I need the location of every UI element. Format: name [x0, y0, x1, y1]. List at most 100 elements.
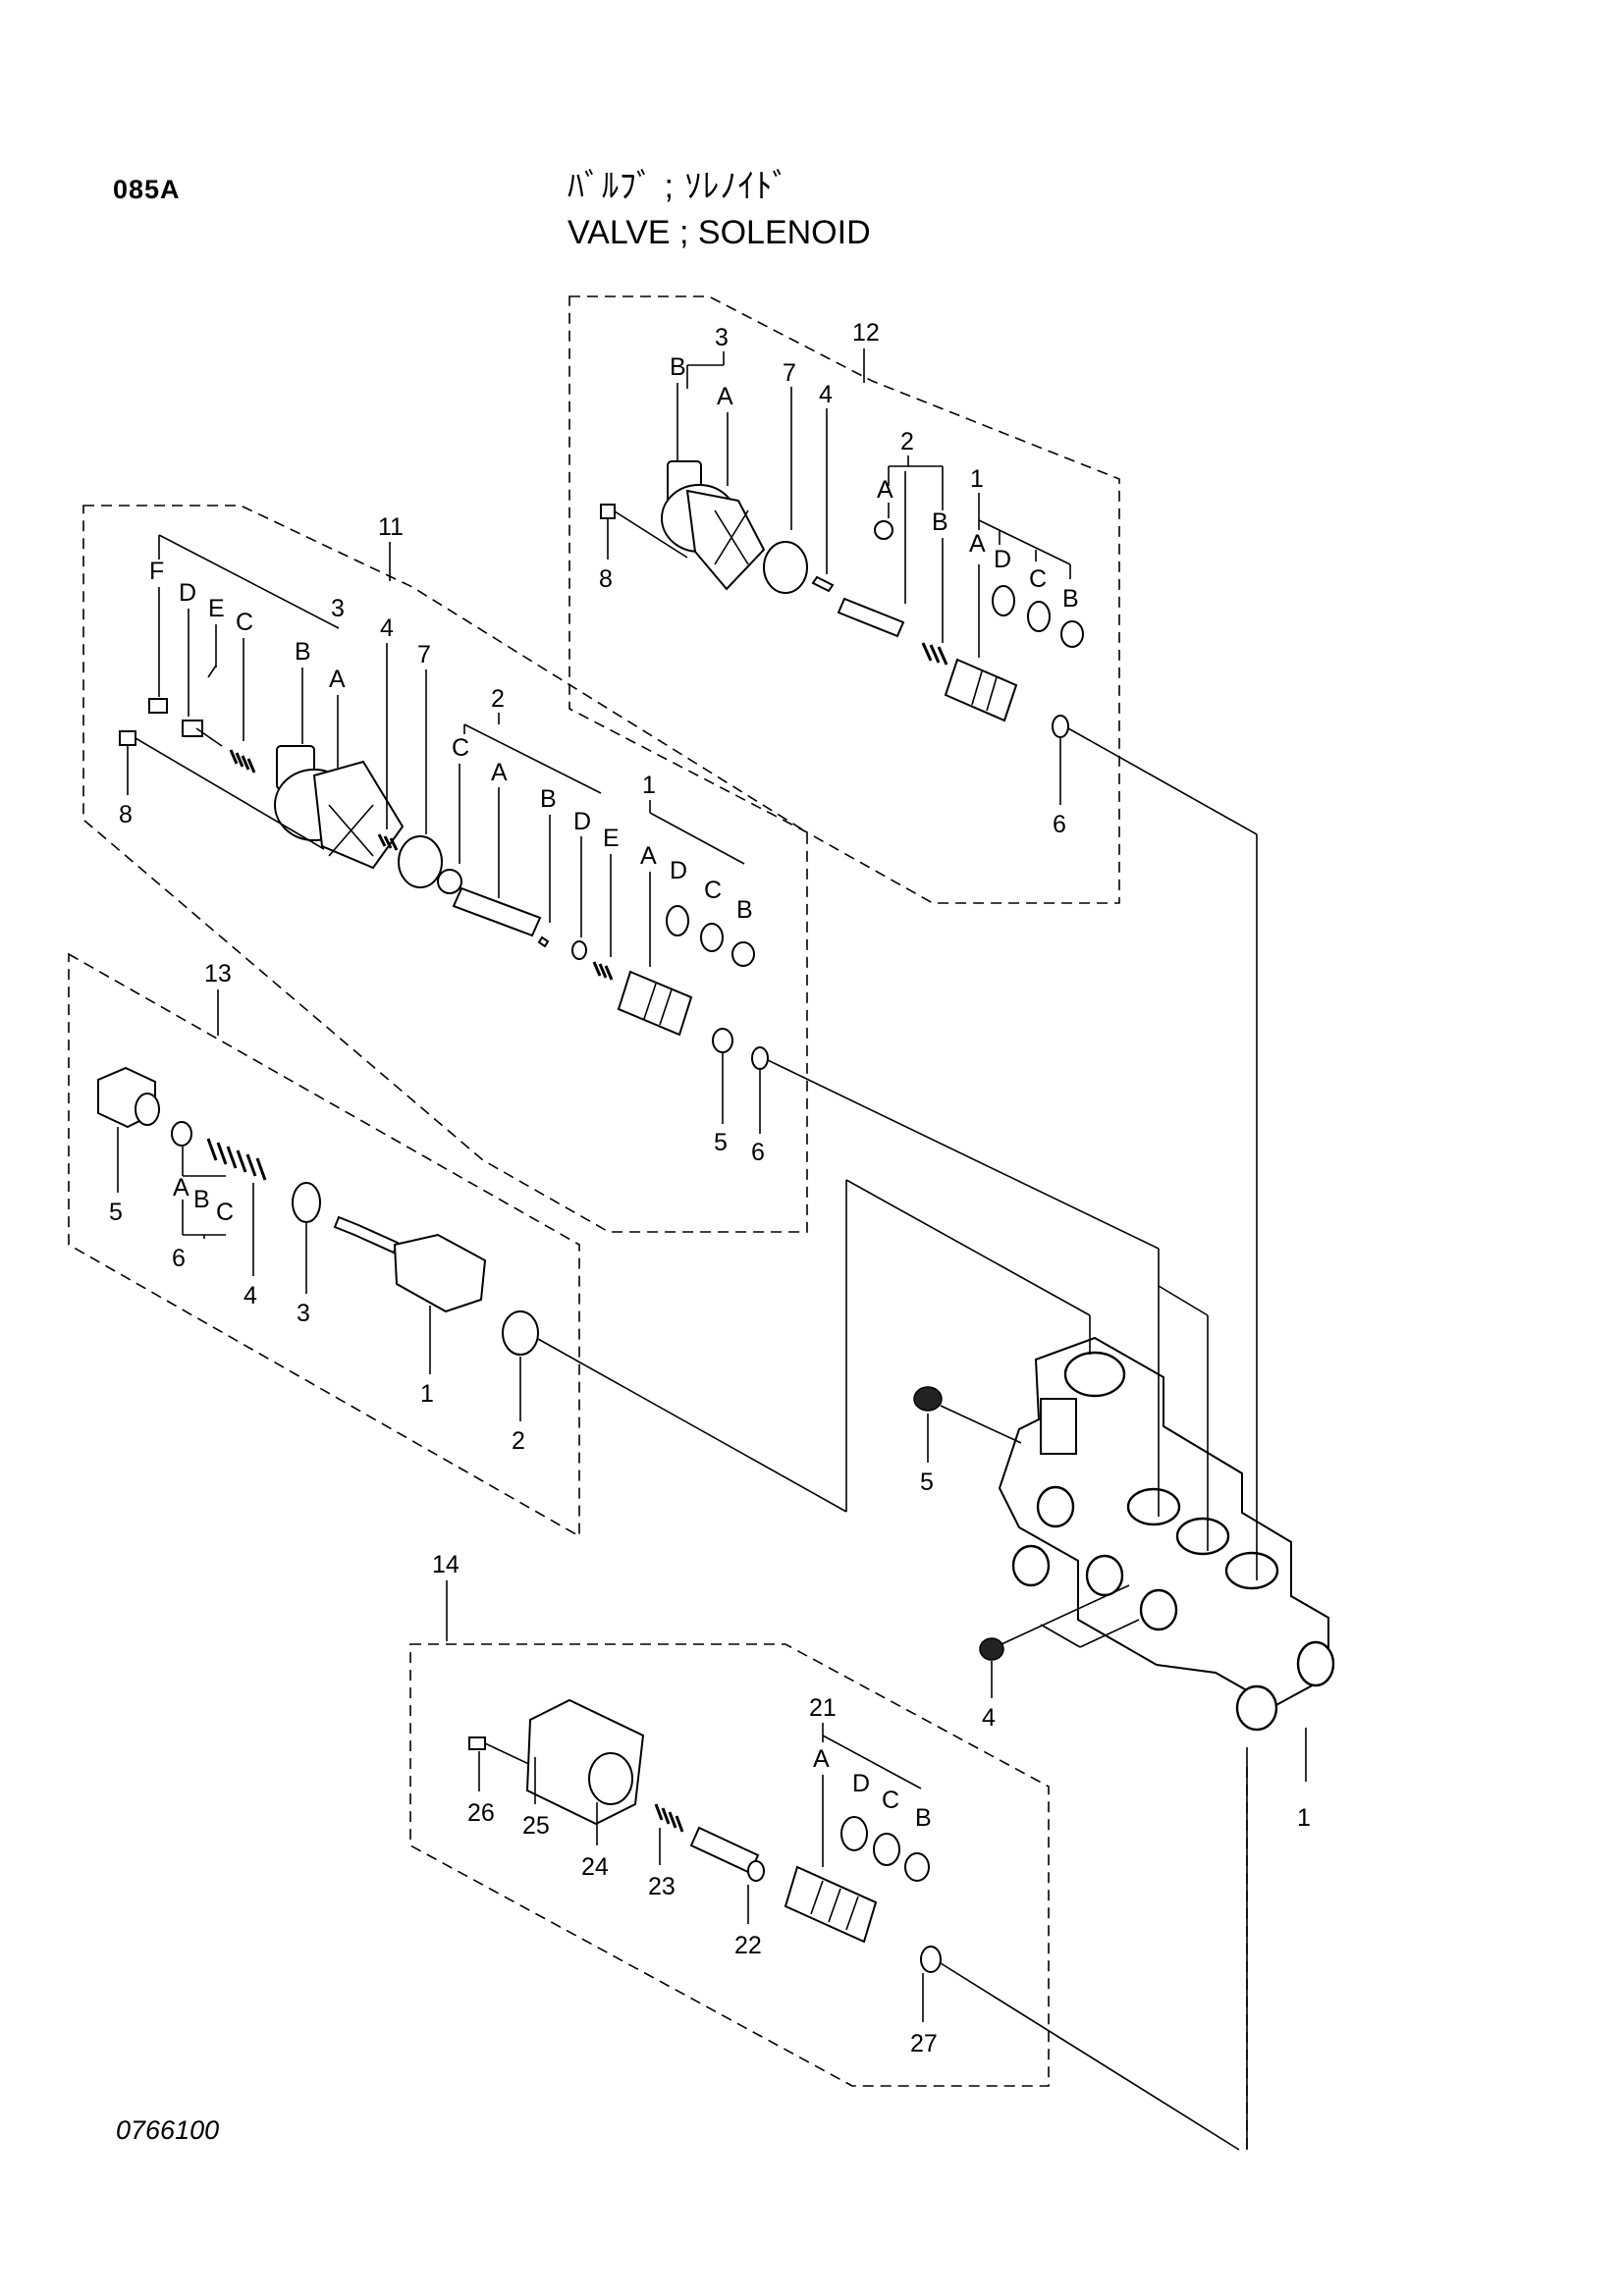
label-13-6c: C	[216, 1199, 234, 1226]
label-13-2: 2	[512, 1427, 525, 1455]
label-11-1b: B	[736, 896, 753, 924]
port-icon	[1235, 1684, 1278, 1732]
plug-icon	[913, 1386, 943, 1412]
group-12-boundary	[568, 295, 1120, 904]
washer-icon	[171, 1121, 192, 1147]
spool-icon	[689, 1826, 760, 1875]
valve-body: 5 4 1	[913, 1188, 1335, 2150]
seal-icon	[1060, 620, 1084, 648]
pin-icon	[537, 935, 550, 948]
label-12-3b: B	[670, 353, 686, 381]
bolt-icon	[600, 504, 616, 519]
o-ring-icon	[502, 1310, 539, 1356]
o-ring-icon	[763, 541, 808, 594]
assembly-group-11: 11 3 F D E C B A 8 4 7	[82, 505, 1160, 1315]
port-icon	[1175, 1517, 1230, 1556]
o-ring-icon	[398, 835, 443, 888]
label-11-1a: A	[640, 842, 657, 870]
label-12-4: 4	[819, 381, 833, 408]
label-plate-icon	[1040, 1398, 1077, 1455]
bolt-icon	[148, 698, 168, 714]
label-14-26: 26	[467, 1799, 495, 1827]
label-11-f: F	[149, 558, 164, 585]
label-12-1: 1	[970, 465, 984, 493]
spring-icon	[654, 1803, 684, 1833]
seal-icon	[437, 869, 462, 894]
seal-ring-icon	[1052, 715, 1069, 738]
port-icon	[1224, 1551, 1279, 1590]
group-14-boundary	[409, 1643, 1050, 2087]
label-14-21d: D	[852, 1770, 870, 1797]
label-14-22: 22	[734, 1932, 762, 1959]
seal-ring-icon	[751, 1046, 769, 1070]
label-body-4: 4	[982, 1704, 996, 1732]
bolt-icon	[468, 1736, 486, 1750]
clip-icon	[571, 940, 587, 960]
label-13-6b: B	[193, 1186, 210, 1213]
label-12-1a: A	[969, 530, 986, 558]
label-11-5: 5	[714, 1129, 728, 1156]
port-icon	[1296, 1640, 1335, 1687]
sleeve-icon	[617, 970, 693, 1037]
seal-icon	[700, 923, 724, 952]
port-icon	[1063, 1351, 1126, 1398]
label-11-b: B	[295, 638, 311, 666]
label-13-6a: A	[173, 1174, 189, 1201]
label-12-2b: B	[932, 508, 948, 536]
label-11-2d: D	[573, 808, 591, 835]
label-11-2e: E	[603, 825, 620, 852]
title-english: VALVE ; SOLENOID	[568, 214, 871, 251]
label-13-4: 4	[243, 1282, 257, 1309]
label-14-27: 27	[910, 2030, 938, 2057]
label-12: 12	[852, 319, 880, 347]
spool-icon	[452, 886, 542, 937]
label-12-3: 3	[715, 324, 729, 351]
spring-icon	[592, 961, 614, 981]
label-12-1c: C	[1029, 565, 1047, 593]
seal-icon	[904, 1852, 930, 1882]
label-11-c: C	[236, 609, 253, 636]
label-12-8: 8	[599, 565, 613, 593]
label-body-1: 1	[1297, 1804, 1311, 1832]
spool-end-icon	[747, 1860, 765, 1882]
label-11-8: 8	[119, 801, 133, 828]
label-14: 14	[432, 1551, 460, 1578]
label-12-3a: A	[717, 383, 733, 410]
label-11-e: E	[208, 595, 225, 622]
washer-icon	[182, 720, 203, 737]
label-11-3: 3	[331, 595, 345, 622]
port-icon	[1085, 1554, 1124, 1597]
plug-icon	[979, 1637, 1004, 1661]
o-ring-icon	[588, 1752, 633, 1805]
seal-icon	[992, 585, 1015, 616]
label-12-7: 7	[783, 359, 796, 387]
label-body-5: 5	[920, 1468, 934, 1496]
spring-icon	[206, 1138, 267, 1181]
label-14-24: 24	[581, 1853, 609, 1881]
clip-icon	[874, 520, 893, 540]
page-code: 085A	[113, 175, 181, 204]
group-11-boundary	[82, 505, 808, 1233]
seal-icon	[840, 1816, 868, 1851]
label-14-21a: A	[813, 1745, 830, 1773]
label-11-1c: C	[704, 877, 722, 904]
label-13: 13	[204, 960, 232, 988]
spring-icon	[921, 642, 948, 666]
label-11-6: 6	[751, 1139, 765, 1166]
label-14-21b: B	[915, 1804, 932, 1832]
label-13-6: 6	[172, 1245, 186, 1272]
sleeve-icon	[944, 658, 1018, 722]
label-11-1: 1	[642, 772, 656, 799]
label-12-1b: B	[1062, 585, 1079, 613]
plug-face-icon	[135, 1093, 160, 1126]
label-11-d: D	[179, 579, 196, 607]
label-12-2a: A	[877, 476, 893, 504]
pin-icon	[207, 665, 217, 678]
port-icon	[1139, 1588, 1178, 1631]
washer-icon	[712, 1028, 733, 1053]
label-11-2c: C	[452, 734, 469, 762]
seal-icon	[666, 905, 689, 936]
solenoid-flange-icon	[685, 489, 766, 591]
sleeve-icon	[784, 1865, 878, 1944]
